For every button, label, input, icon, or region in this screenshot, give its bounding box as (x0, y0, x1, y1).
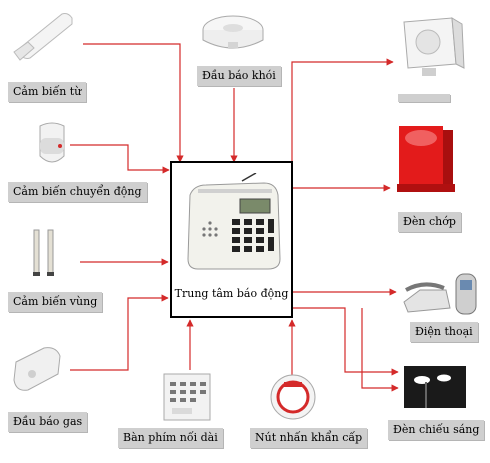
wire-magnetic-sensor (83, 43, 184, 163)
motion-sensor-label: Cảm biến chuyển động (8, 182, 147, 202)
phone-label: Điện thoại (410, 322, 478, 342)
wire-gas-detector (70, 294, 169, 371)
emergency-button-icon (270, 374, 316, 420)
gas-detector-label: Đầu báo gas (8, 412, 88, 432)
siren-icon (403, 17, 465, 76)
wire-lighting-b (361, 308, 399, 392)
gas-detector-icon (13, 347, 61, 391)
wire-motion-sensor (70, 144, 170, 174)
smoke-detector-icon (202, 15, 264, 49)
magnetic-sensor-label: Cảm biến từ (8, 82, 87, 102)
extended-keypad-label: Bàn phím nối dài (118, 428, 223, 448)
strobe-light-label: Đèn chớp (398, 212, 461, 232)
zone-sensor-icon (33, 229, 54, 276)
emergency-button-label: Nút nhấn khẩn cấp (250, 428, 368, 448)
alarm-control-center: Trung tâm báo động (170, 161, 293, 318)
magnetic-sensor-icon (13, 13, 73, 61)
hub-label: Trung tâm báo động (174, 287, 289, 300)
lighting-icon (404, 366, 466, 408)
phone-icon (403, 273, 477, 315)
strobe-light-icon (397, 126, 455, 192)
wire-lighting-a (293, 307, 399, 376)
control-panel-icon (187, 173, 281, 270)
smoke-detector-label: Đầu báo khói (197, 66, 281, 86)
keypad-icon (163, 373, 211, 421)
motion-sensor-icon (39, 122, 65, 163)
wire-siren (291, 58, 394, 161)
siren-label (398, 94, 450, 102)
lighting-label: Đèn chiếu sáng (388, 420, 485, 440)
zone-sensor-label: Cảm biến vùng (8, 292, 103, 312)
